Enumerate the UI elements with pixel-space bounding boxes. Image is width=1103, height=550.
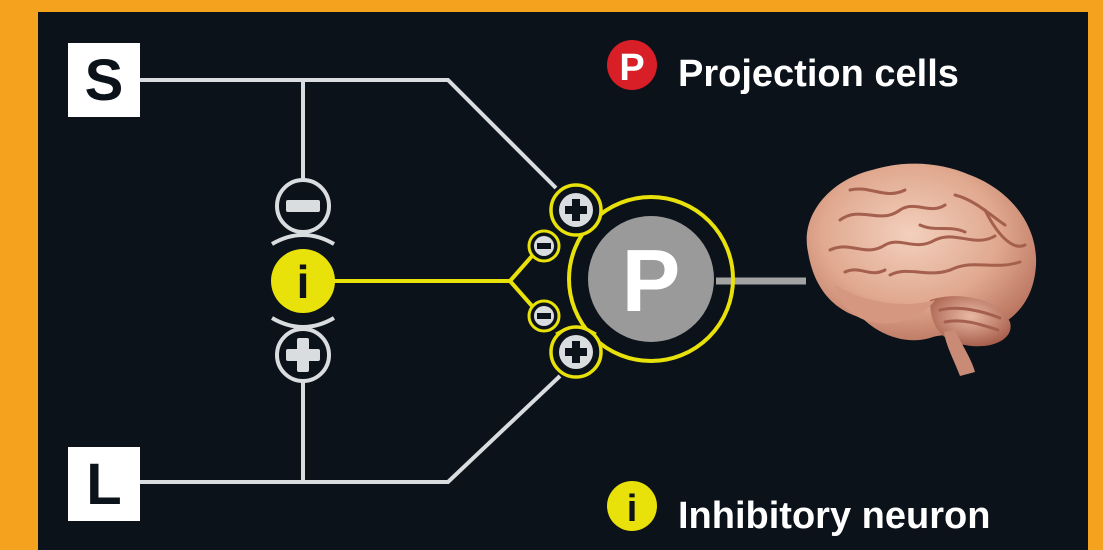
legend-inhibitory-label: Inhibitory neuron bbox=[678, 495, 990, 537]
legend-inhibitory-icon bbox=[607, 481, 657, 531]
legend-inhibitory: i Inhibitory neuron bbox=[607, 481, 990, 537]
legend-projection-symbol: P bbox=[619, 47, 644, 89]
input-l-label: L bbox=[86, 452, 121, 517]
synapse-lower-inhibitory bbox=[527, 299, 561, 333]
synapse-excitatory-on-i bbox=[275, 327, 331, 383]
synapse-upper-excitatory bbox=[549, 183, 603, 237]
synapse-upper-inhibitory bbox=[527, 229, 561, 263]
legend-projection-label: Projection cells bbox=[678, 53, 959, 95]
projection-cell-symbol: P bbox=[622, 231, 681, 330]
projection-cell-membrane bbox=[567, 195, 735, 363]
legend-projection: P Projection cells bbox=[607, 40, 959, 95]
synapse-inhibitory-on-i bbox=[275, 178, 331, 234]
s-wire bbox=[140, 78, 558, 190]
legend-projection-icon bbox=[607, 40, 657, 90]
wires bbox=[140, 78, 562, 484]
brain-icon bbox=[806, 163, 1037, 376]
projection-cell: P bbox=[588, 216, 714, 342]
inhibitory-neuron: i bbox=[271, 249, 335, 313]
inhibitory-neuron-symbol: i bbox=[297, 256, 310, 308]
legend-inhibitory-symbol: i bbox=[627, 488, 638, 530]
l-wire bbox=[140, 374, 562, 484]
synaptic-clefts-i bbox=[270, 233, 336, 329]
input-s-box: S bbox=[68, 43, 140, 117]
input-s-label: S bbox=[85, 48, 124, 113]
input-l-box: L bbox=[68, 447, 140, 521]
synapse-lower-excitatory bbox=[549, 325, 603, 379]
